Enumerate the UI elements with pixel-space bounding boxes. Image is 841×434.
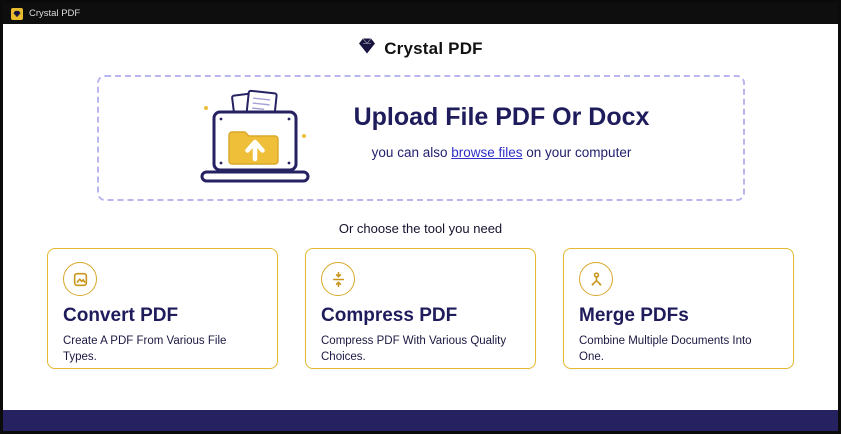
merge-pdfs-card[interactable]: Merge PDFs Combine Multiple Documents In… [563, 248, 794, 369]
card-title: Merge PDFs [579, 305, 689, 326]
titlebar-app-name: Crystal PDF [29, 8, 81, 19]
tool-chooser-prompt: Or choose the tool you need [338, 221, 503, 236]
app-crystal-icon [11, 7, 23, 20]
page-title: Crystal PDF [384, 38, 483, 58]
card-description: Combine Multiple Documents Into One. [579, 335, 752, 364]
upload-subtext-prefix: you can also [371, 145, 452, 160]
browse-files-link[interactable]: browse files [451, 145, 523, 160]
upload-subtext-suffix: on your computer [522, 145, 632, 160]
bottom-bar [3, 410, 838, 431]
window-titlebar: Crystal PDF [3, 3, 838, 24]
tool-cards-row: Convert PDF Create A PDF From Various Fi… [3, 248, 838, 369]
card-description: Create A PDF From Various File Types. [63, 335, 227, 364]
convert-icon [63, 262, 97, 296]
card-description: Compress PDF With Various Quality Choice… [321, 335, 507, 364]
card-title: Compress PDF [321, 305, 458, 326]
crystal-gem-icon [358, 37, 376, 60]
page-header: Crystal PDF [3, 37, 838, 60]
upload-subtext: you can also browse files on your comput… [354, 145, 650, 160]
compress-pdf-card[interactable]: Compress PDF Compress PDF With Various Q… [305, 248, 536, 369]
card-title: Convert PDF [63, 305, 179, 326]
compress-icon [321, 262, 355, 296]
upload-text-block: Upload File PDF Or Docx you can also bro… [354, 103, 650, 174]
convert-pdf-card[interactable]: Convert PDF Create A PDF From Various Fi… [47, 248, 278, 369]
upload-heading: Upload File PDF Or Docx [353, 102, 650, 131]
upload-dropzone[interactable]: Upload File PDF Or Docx you can also bro… [96, 75, 745, 201]
upload-laptop-illustration-icon [192, 88, 318, 189]
merge-icon [579, 262, 613, 296]
